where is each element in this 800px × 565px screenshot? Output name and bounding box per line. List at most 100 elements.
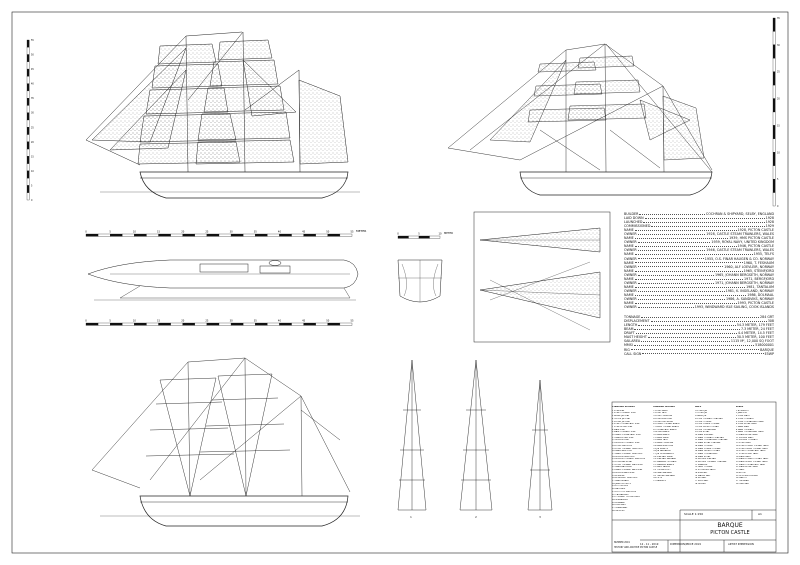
legend-item: 23 MAIN TOPMAST BACKSTAY <box>612 469 643 472</box>
left-ruler-segment <box>26 90 30 99</box>
spec-value: 1960, ALF LOEVLEIR, NORWAY <box>724 264 774 269</box>
spec-leader <box>634 301 737 304</box>
legend-item: 25 DOLPHIN STRIKER <box>735 474 758 477</box>
legend-item: 17 MAIN TOPMAST SHROUDS <box>612 452 643 455</box>
scale-bar-middle-segment <box>243 322 256 326</box>
left-ruler-segment <box>26 83 30 92</box>
title-block-drawn: DIMENSION/PRICE 2019 <box>670 543 701 546</box>
legend-item: 24 BOOM <box>735 471 746 474</box>
spec-value: 1929 <box>765 224 774 229</box>
left-ruler-segment <box>26 98 30 106</box>
spec-leader <box>641 339 730 343</box>
scale-bar-top-segment <box>255 233 268 237</box>
spec-value: 1981, K. INGELAND, NORWAY <box>725 288 774 293</box>
left-ruler-tick-label: 25 <box>31 126 34 129</box>
legend-item: 18 MAIN YARD <box>735 455 751 458</box>
scale-bar-top-segment <box>315 233 328 237</box>
left-ruler-segment <box>26 185 30 193</box>
scale-bar-top-tick-label: 25 <box>205 231 209 234</box>
legend-item: 18 STAYSAIL SHEET <box>653 455 674 458</box>
spec-leader <box>637 257 704 260</box>
legend-item: 13 MAIN ROYAL STAYSAIL <box>694 442 721 445</box>
right-ruler-segment <box>772 17 776 32</box>
legend-item: 4 FORE BUNTLINE <box>653 417 672 420</box>
legend-item: 15 FORE TOPMAST SHROUDS <box>612 447 643 450</box>
scale-bar-section-segment <box>418 235 430 239</box>
left-ruler-tick-label: 35 <box>31 97 34 100</box>
title-block-frame <box>611 401 777 553</box>
legend-item: 7 FORE UPPER TOPSAIL <box>694 425 719 428</box>
scale-bar-middle-tick-label: 50 <box>326 320 330 323</box>
spec-row: OWNER 1981, K. INGELAND, NORWAY <box>624 289 774 293</box>
spec-label: OWNER <box>624 248 637 253</box>
legend-item: 5 FORE TOPGALLANT MAST <box>735 420 765 423</box>
spec-value: BARQUE <box>760 347 774 352</box>
legend-item: 22 GAFF VANGS <box>653 466 670 469</box>
spec-leader <box>634 261 743 264</box>
legend-item: 10 MAIN STAYSAIL <box>694 434 714 437</box>
left-ruler-segment <box>26 170 30 179</box>
legend-item: 34 SPREADERS <box>612 498 628 501</box>
legend-item: 6 FORE LOWER TOPSAIL <box>694 423 720 426</box>
legend-item: 28 CAPSTAN <box>735 482 749 485</box>
right-ruler-segment <box>772 178 776 193</box>
spec-value: 518000001 <box>755 343 774 348</box>
mast-view-label-3: 3 <box>539 515 541 519</box>
spec-label: OWNER <box>624 240 637 245</box>
legend-item: 2 FORE TACK <box>653 412 667 415</box>
scale-bar-middle-segment <box>85 322 99 326</box>
spec-leader <box>647 335 736 339</box>
left-ruler-tick-label: 30 <box>31 112 34 115</box>
legend-item: 24 MIZZEN BACKSTAY <box>612 471 635 474</box>
spec-label: OWNER <box>624 232 637 237</box>
title-block-note: HISTORY AND ARCHIVE PICTON CASTLE <box>614 546 658 549</box>
legend-item: 18 MIZZEN SHROUDS <box>612 455 635 458</box>
legend-item: 15 JIB SHEETS <box>653 447 668 450</box>
legend-item: 25 THROAT HALYARD <box>653 474 676 477</box>
legend-item: 14 FORE LOWER TOPSAIL YARD <box>735 444 769 447</box>
spec-value: 1960, T. FESHAUM <box>743 260 774 265</box>
spec-leader <box>637 248 706 252</box>
legend-item: 13 MAIN CLEWLINE <box>653 442 674 445</box>
right-ruler-segment <box>772 192 776 207</box>
legend-item: 14 FORE SHROUDS <box>612 444 632 447</box>
scale-bar-middle-tick-label: 20 <box>181 320 185 323</box>
legend-item: 20 SPANKER OUTHAUL <box>653 461 677 464</box>
scale-bar-middle-segment <box>303 322 316 326</box>
spec-label: LENGTH <box>624 323 638 328</box>
left-ruler-tick-label: 0 <box>31 199 33 202</box>
right-ruler-segment <box>772 58 776 72</box>
scale-bar-middle-tick-label: 30 <box>230 320 234 323</box>
scale-bar-section-tick-label: 10 <box>438 233 442 236</box>
legend-item: 3 FORE CLEWLINE <box>653 415 673 418</box>
legend-item: 13 FORE YARD <box>735 442 751 445</box>
spec-value: 1928 <box>765 216 774 221</box>
spec-value: 1115 M², 12,000 SQ FOOT <box>730 339 774 344</box>
spec-value: 1971, JOHANN BERGSETH, NORWAY <box>714 280 774 285</box>
midship-section-view <box>397 259 443 303</box>
scale-bar-middle-segment <box>97 322 111 326</box>
spec-leader <box>634 293 747 296</box>
legend-item: 23 GAFF <box>735 469 745 472</box>
legend-item: 12 MIZZEN TOPMAST <box>735 439 758 442</box>
legend-item: 14 MAIN COURSE <box>694 444 713 447</box>
spec-leader <box>634 228 737 232</box>
legend-item: 17 JIB DOWNHAULS <box>653 452 674 455</box>
spec-label: OWNER <box>624 288 637 293</box>
left-ruler-segment <box>26 119 30 128</box>
title-block-scale: SCALE 1:150 <box>684 512 704 516</box>
spec-leader <box>637 281 714 284</box>
legend-item: 4 FORE TOPMAST STAYSAIL <box>694 417 723 420</box>
scale-bar-section-segment <box>397 235 409 239</box>
legend-item: 28 JIBBOOM GUYS <box>612 482 631 485</box>
legend-item: 7 MAIN MAST <box>735 425 750 428</box>
scale-bar-middle-segment <box>339 322 353 326</box>
